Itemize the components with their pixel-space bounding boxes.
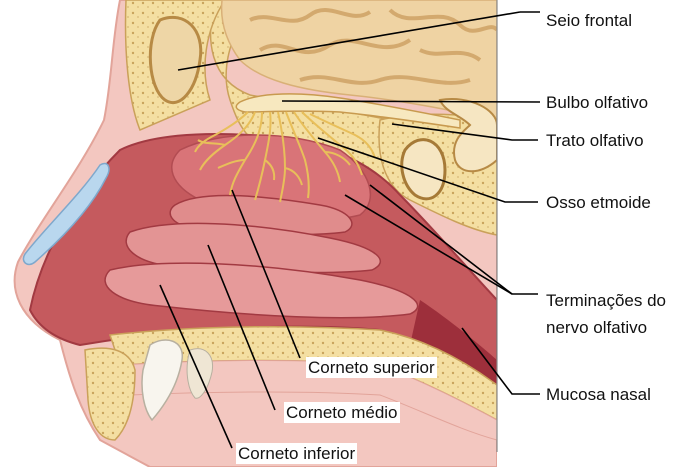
- label-terminacoes-line2: nervo olfativo: [546, 317, 647, 338]
- label-bulbo-olfativo: Bulbo olfativo: [546, 92, 648, 113]
- label-osso-etmoide: Osso etmoide: [546, 192, 651, 213]
- label-corneto-medio: Corneto médio: [284, 402, 400, 423]
- label-mucosa-nasal: Mucosa nasal: [546, 384, 651, 405]
- label-terminacoes-line1: Terminações do: [546, 290, 666, 311]
- label-corneto-superior: Corneto superior: [306, 357, 437, 378]
- label-seio-frontal: Seio frontal: [546, 10, 632, 31]
- label-corneto-inferior: Corneto inferior: [236, 443, 357, 464]
- leader-bulbo-olfativo: [282, 101, 540, 102]
- label-trato-olfativo: Trato olfativo: [546, 130, 644, 151]
